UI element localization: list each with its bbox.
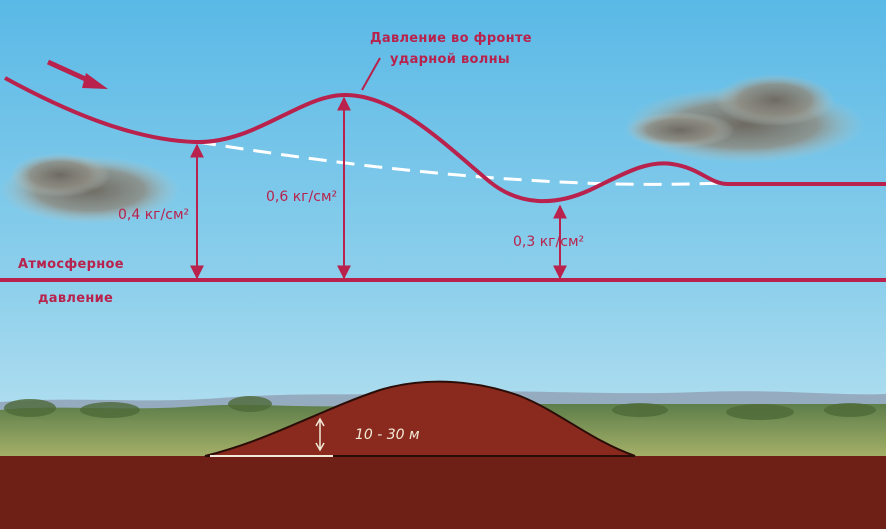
cloud-left — [0, 153, 180, 224]
pressure-wave-curve — [4, 76, 886, 204]
pressure-value-2: 0,6 кг/см² — [266, 189, 338, 205]
caption-leader-line — [361, 57, 381, 91]
decay-dashed-line — [197, 140, 726, 186]
wave-caption-line1: Давление во фронте — [370, 31, 532, 46]
mound-height-arrow — [315, 417, 325, 452]
atmospheric-label-line1: Атмосферное — [18, 257, 124, 272]
direction-arrow — [46, 59, 108, 89]
bushes — [4, 396, 876, 420]
pressure-value-3: 0,3 кг/см² — [513, 234, 585, 250]
pressure-value-1: 0,4 кг/см² — [118, 207, 190, 223]
mound-height-label: 10 - 30 м — [355, 427, 420, 443]
cloud-right — [625, 74, 865, 163]
atmospheric-label-line2: давление — [38, 291, 114, 306]
mound — [204, 380, 636, 457]
wave-caption-line2: ударной волны — [390, 52, 510, 67]
ground — [0, 456, 886, 529]
